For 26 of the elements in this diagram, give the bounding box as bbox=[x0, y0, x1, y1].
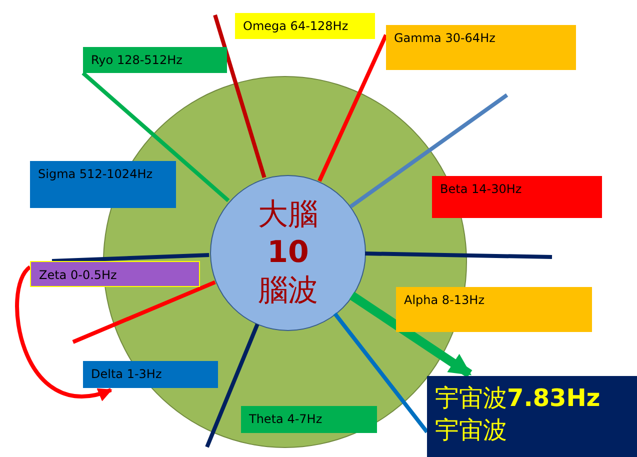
panel-text: 宇宙波 bbox=[435, 415, 507, 446]
radial-line bbox=[52, 253, 210, 263]
title-text: 腦波 bbox=[258, 272, 318, 310]
radial-line bbox=[318, 34, 388, 182]
radial-line bbox=[333, 312, 429, 434]
frequency-label: Zeta 0-0.5Hz bbox=[30, 261, 200, 287]
radial-line bbox=[364, 252, 552, 259]
radial-line bbox=[72, 280, 216, 344]
arrow bbox=[349, 292, 472, 378]
frequency-label: Omega 64-128Hz bbox=[235, 13, 375, 39]
frequency-label: Theta 4-7Hz bbox=[241, 406, 377, 433]
panel-text: 宇宙波7.83Hz bbox=[435, 383, 600, 414]
number-label: 10 bbox=[267, 234, 309, 272]
radial-line bbox=[213, 14, 266, 178]
frequency-label: Beta 14-30Hz bbox=[432, 176, 602, 218]
frequency-label: Ryo 128-512Hz bbox=[83, 47, 227, 73]
frequency-label: Delta 1-3Hz bbox=[83, 361, 218, 388]
frequency-label: Alpha 8-13Hz bbox=[396, 287, 592, 332]
highlight-panel bbox=[427, 376, 637, 457]
radial-line bbox=[82, 72, 230, 202]
curved-arrow bbox=[15, 266, 112, 400]
frequency-label: Sigma 512-1024Hz bbox=[30, 161, 176, 208]
radial-line bbox=[349, 93, 508, 208]
title-text: 大腦 bbox=[258, 196, 318, 234]
frequency-label: Gamma 30-64Hz bbox=[386, 25, 576, 70]
radial-line bbox=[205, 323, 260, 448]
